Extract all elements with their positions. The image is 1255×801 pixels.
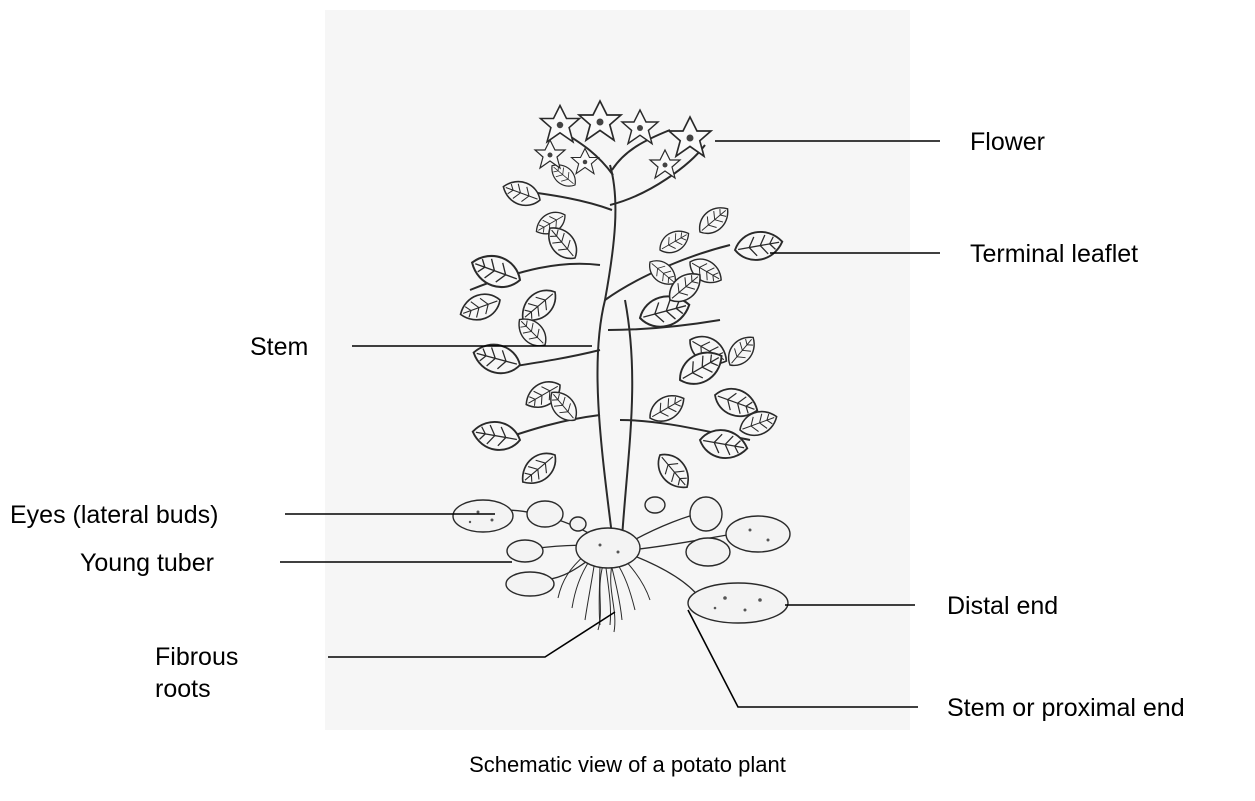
label-stem: Stem (250, 333, 308, 362)
label-fibrous-roots-line2: roots (155, 675, 211, 704)
figure-caption: Schematic view of a potato plant (0, 752, 1255, 778)
label-stem-or-proximal-end: Stem or proximal end (947, 694, 1185, 723)
label-fibrous-roots-line1: Fibrous (155, 643, 238, 672)
label-young-tuber: Young tuber (80, 549, 214, 578)
label-eyes-lateral-buds: Eyes (lateral buds) (10, 501, 218, 530)
label-flower: Flower (970, 128, 1045, 157)
label-distal-end: Distal end (947, 592, 1058, 621)
label-terminal-leaflet: Terminal leaflet (970, 240, 1138, 269)
